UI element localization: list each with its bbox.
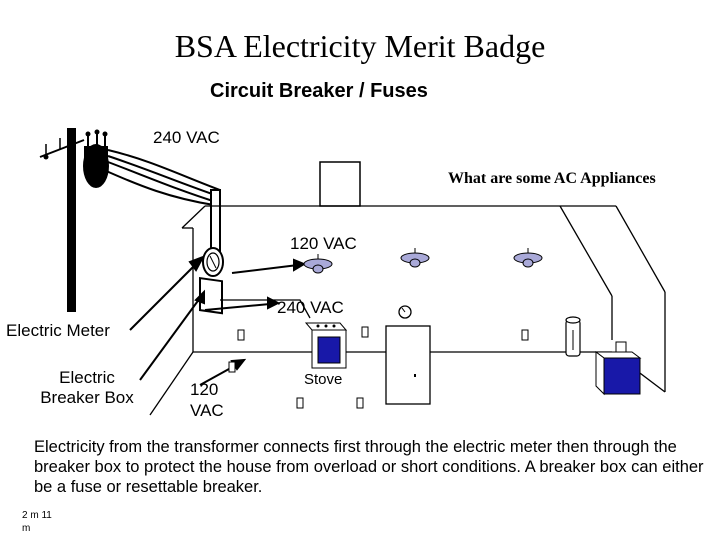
washer-icon xyxy=(594,341,642,396)
service-drop-wires xyxy=(103,149,221,206)
label-240-vac-service: 240 VAC xyxy=(153,128,220,147)
description-text: Electricity from the transformer connect… xyxy=(34,438,704,496)
chimney xyxy=(319,161,361,207)
ceiling-light-1 xyxy=(303,254,333,274)
label-120-vac-outlets: 120 VAC xyxy=(190,380,224,420)
clock-icon xyxy=(398,305,412,319)
label-stove: Stove xyxy=(304,371,343,388)
callout-arrows xyxy=(129,255,307,386)
door xyxy=(385,325,431,405)
breaker-box xyxy=(199,276,223,315)
transformer xyxy=(83,129,109,188)
page-title: BSA Electricity Merit Badge xyxy=(174,28,546,64)
utility-pole xyxy=(39,128,85,312)
electric-meter xyxy=(202,247,224,277)
ceiling-light-3 xyxy=(513,248,543,268)
slide-number: 2 m 11 m xyxy=(22,510,52,534)
stove-icon xyxy=(304,322,348,369)
water-heater-icon xyxy=(565,316,581,357)
label-breaker-box: Electric Breaker Box xyxy=(40,368,134,407)
house-feed-wire xyxy=(220,299,311,319)
wall-outlets xyxy=(228,326,529,409)
ceiling-light-2 xyxy=(400,248,430,268)
appliance-question: What are some AC Appliances xyxy=(448,170,656,187)
label-240-vac-appliance: 240 VAC xyxy=(277,298,344,317)
label-120-vac-lights: 120 VAC xyxy=(290,234,357,253)
label-electric-meter: Electric Meter xyxy=(6,321,110,340)
page-subtitle: Circuit Breaker / Fuses xyxy=(210,80,428,102)
